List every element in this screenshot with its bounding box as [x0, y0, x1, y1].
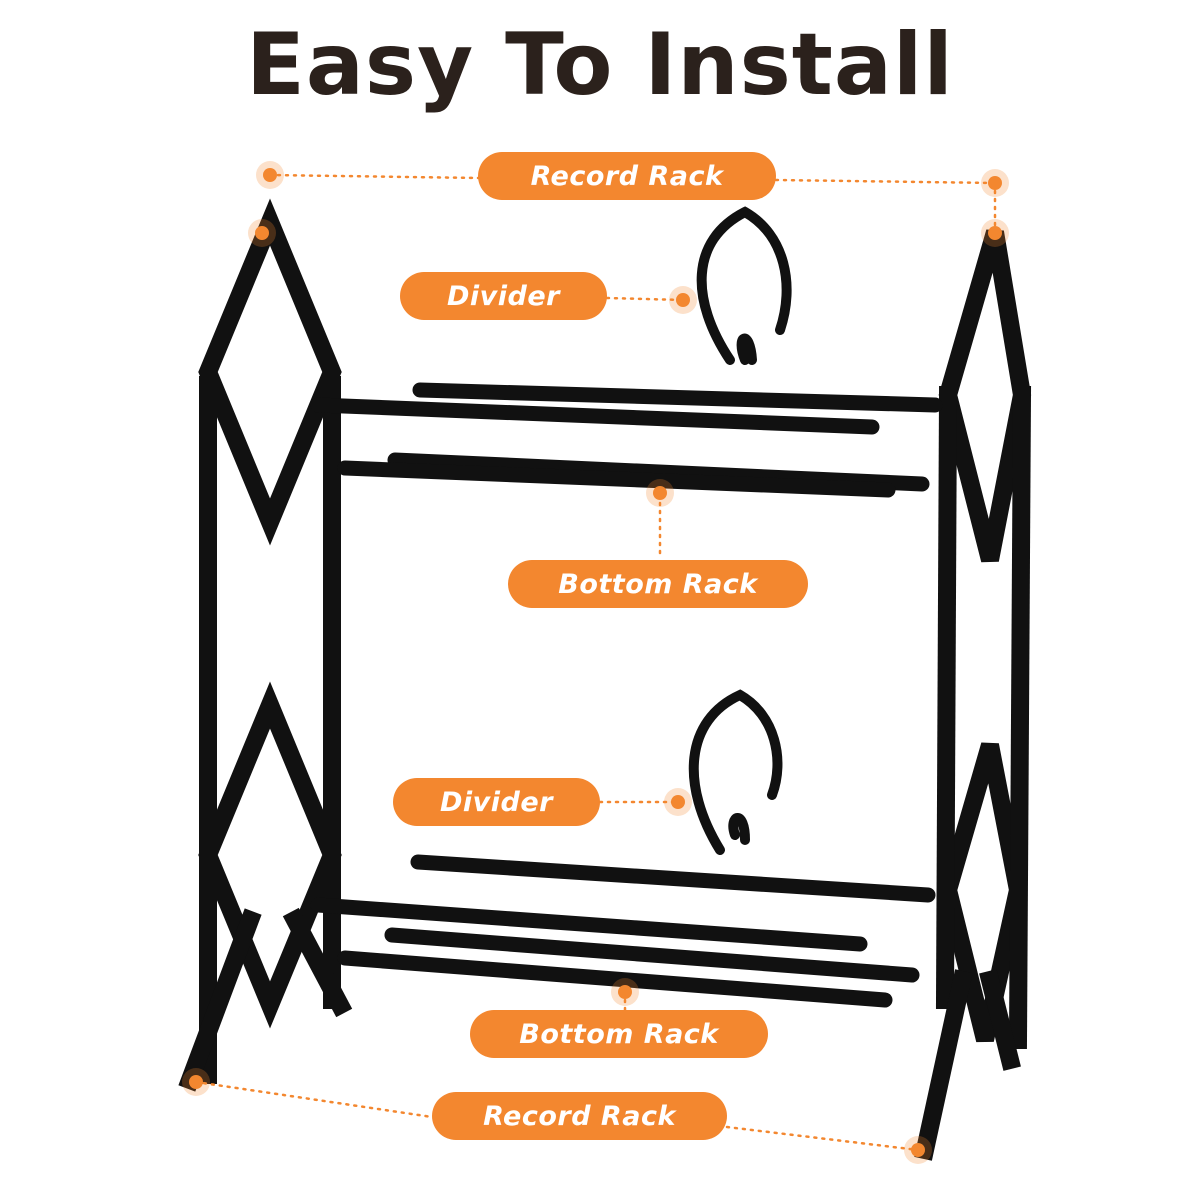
right-post-outer: [1008, 385, 1032, 1050]
divider-top-label: Divider: [400, 272, 607, 320]
left-leg-b: [282, 907, 353, 1018]
record-rack-top-label: Record Rack: [478, 152, 776, 200]
lower-rod-3: [384, 927, 920, 983]
right-leg-a: [914, 969, 973, 1161]
lower-divider: [688, 689, 783, 855]
right-lower-diamond: [938, 742, 1028, 1043]
upper-rod-3: [387, 452, 930, 492]
marker-dots: [182, 161, 1009, 1164]
upper-divider: [696, 206, 792, 365]
bottom-rack-upper-label: Bottom Rack: [508, 560, 808, 608]
upper-rod-4: [337, 460, 896, 498]
divider-lower-label: Divider: [393, 778, 600, 826]
right-leg-b: [979, 969, 1021, 1071]
left-leg-a: [178, 908, 262, 1092]
dividers: [688, 206, 792, 855]
right-post-inner: [935, 385, 958, 1010]
rods: [310, 382, 943, 1008]
upper-rod-2: [310, 397, 880, 435]
upper-rod-1: [412, 382, 943, 413]
bottom-rack-lower-label: Bottom Rack: [470, 1010, 768, 1058]
lower-rod-1: [410, 854, 936, 903]
lower-rod-4: [337, 950, 893, 1008]
lower-rod-2: [310, 897, 868, 952]
rack-frame: [178, 198, 1032, 1161]
left-lower-diamond: [198, 681, 342, 1029]
left-upper-diamond: [198, 198, 342, 546]
right-upper-diamond: [938, 229, 1032, 563]
record-rack-bottom-label: Record Rack: [432, 1092, 727, 1140]
page-title: Easy To Install: [246, 15, 954, 115]
